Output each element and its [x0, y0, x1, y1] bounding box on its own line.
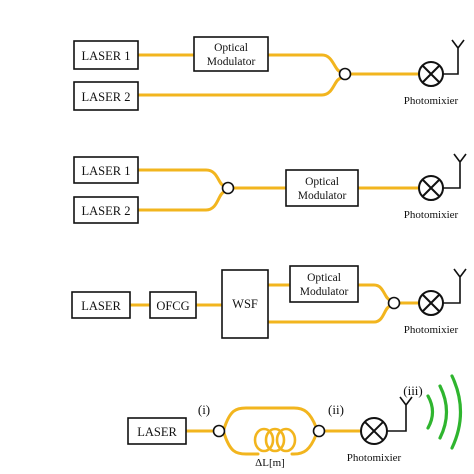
- splitter: [212, 424, 226, 438]
- laser2-label: LASER 2: [82, 204, 131, 218]
- modulator-label-line1: Optical: [305, 176, 339, 188]
- modulator-label-line2: Modulator: [298, 190, 347, 202]
- modulator-label-line1: Optical: [307, 272, 341, 284]
- fiber-modulator-to-coupler: [356, 283, 392, 302]
- ofcg-box: [149, 291, 197, 319]
- antenna-icon: [443, 153, 467, 189]
- wsf-label: WSF: [232, 297, 258, 311]
- laser2-box: [73, 196, 139, 224]
- point-iii-label: (iii): [403, 383, 423, 398]
- photomixer-label: Photomixier: [404, 324, 459, 336]
- fiber-upper-arm: [222, 406, 318, 431]
- optical-modulator-box: [285, 169, 359, 207]
- coupler: [221, 181, 235, 195]
- photomixer-cross-b: [364, 421, 384, 441]
- laser1-label: LASER 1: [82, 49, 131, 63]
- modulator-label-line1: Optical: [214, 42, 248, 54]
- laser1-label: LASER 1: [82, 164, 131, 178]
- optical-modulator-box: [193, 36, 269, 72]
- point-i-label: (i): [198, 402, 210, 417]
- ofcg-label: OFCG: [156, 299, 189, 313]
- laser2-box: [73, 81, 139, 111]
- modulator-label-line2: Modulator: [300, 286, 349, 298]
- photomixer-label: Photomixier: [404, 95, 459, 107]
- fiber-modulator-to-coupler: [266, 53, 344, 74]
- section-4: ΔL[m] LASER (i) (ii) Photomixier (iii): [127, 374, 462, 469]
- laser1-box: [73, 156, 139, 184]
- radiation-waves-icon: [426, 374, 462, 450]
- laser2-label: LASER 2: [82, 90, 131, 104]
- modulator-label-line2: Modulator: [207, 56, 256, 68]
- wsf-box: [221, 269, 269, 339]
- antenna-icon: [387, 396, 413, 432]
- fiber-laser1-to-coupler: [136, 168, 226, 188]
- laser-label: LASER: [137, 425, 177, 439]
- fiber-laser2-to-coupler: [136, 76, 344, 97]
- photomixer-label: Photomixier: [404, 209, 459, 221]
- laser1-box: [73, 40, 139, 70]
- antenna-icon: [443, 39, 465, 75]
- photomixer-cross-b: [421, 293, 441, 313]
- antenna-icon: [443, 268, 467, 304]
- section-3: LASER OFCG WSF Optical Modulator Photomi…: [71, 265, 467, 339]
- section-2: LASER 1 LASER 2 Optical Modulator Photom…: [73, 153, 467, 224]
- delay-coil-icon: [253, 427, 297, 453]
- laser-box: [71, 291, 131, 319]
- photomixer-cross-b: [421, 64, 441, 84]
- combiner: [312, 424, 326, 438]
- coupler: [387, 296, 401, 310]
- photomixer-label: Photomixier: [347, 452, 402, 464]
- fiber-lower-arm-left: [222, 431, 260, 456]
- fiber-lower-arm-right: [290, 433, 318, 456]
- coupler: [338, 67, 352, 81]
- fiber-laser2-to-coupler: [136, 190, 226, 212]
- fiber-wsf-to-coupler: [266, 304, 392, 324]
- photomixer-cross-b: [421, 178, 441, 198]
- laser-box: [127, 417, 187, 445]
- optical-modulator-box: [289, 265, 359, 303]
- delay-label: ΔL[m]: [255, 457, 285, 469]
- laser-label: LASER: [81, 299, 121, 313]
- section-1: LASER 1 LASER 2 Optical Modulator Photom…: [73, 36, 465, 111]
- point-ii-label: (ii): [328, 402, 344, 417]
